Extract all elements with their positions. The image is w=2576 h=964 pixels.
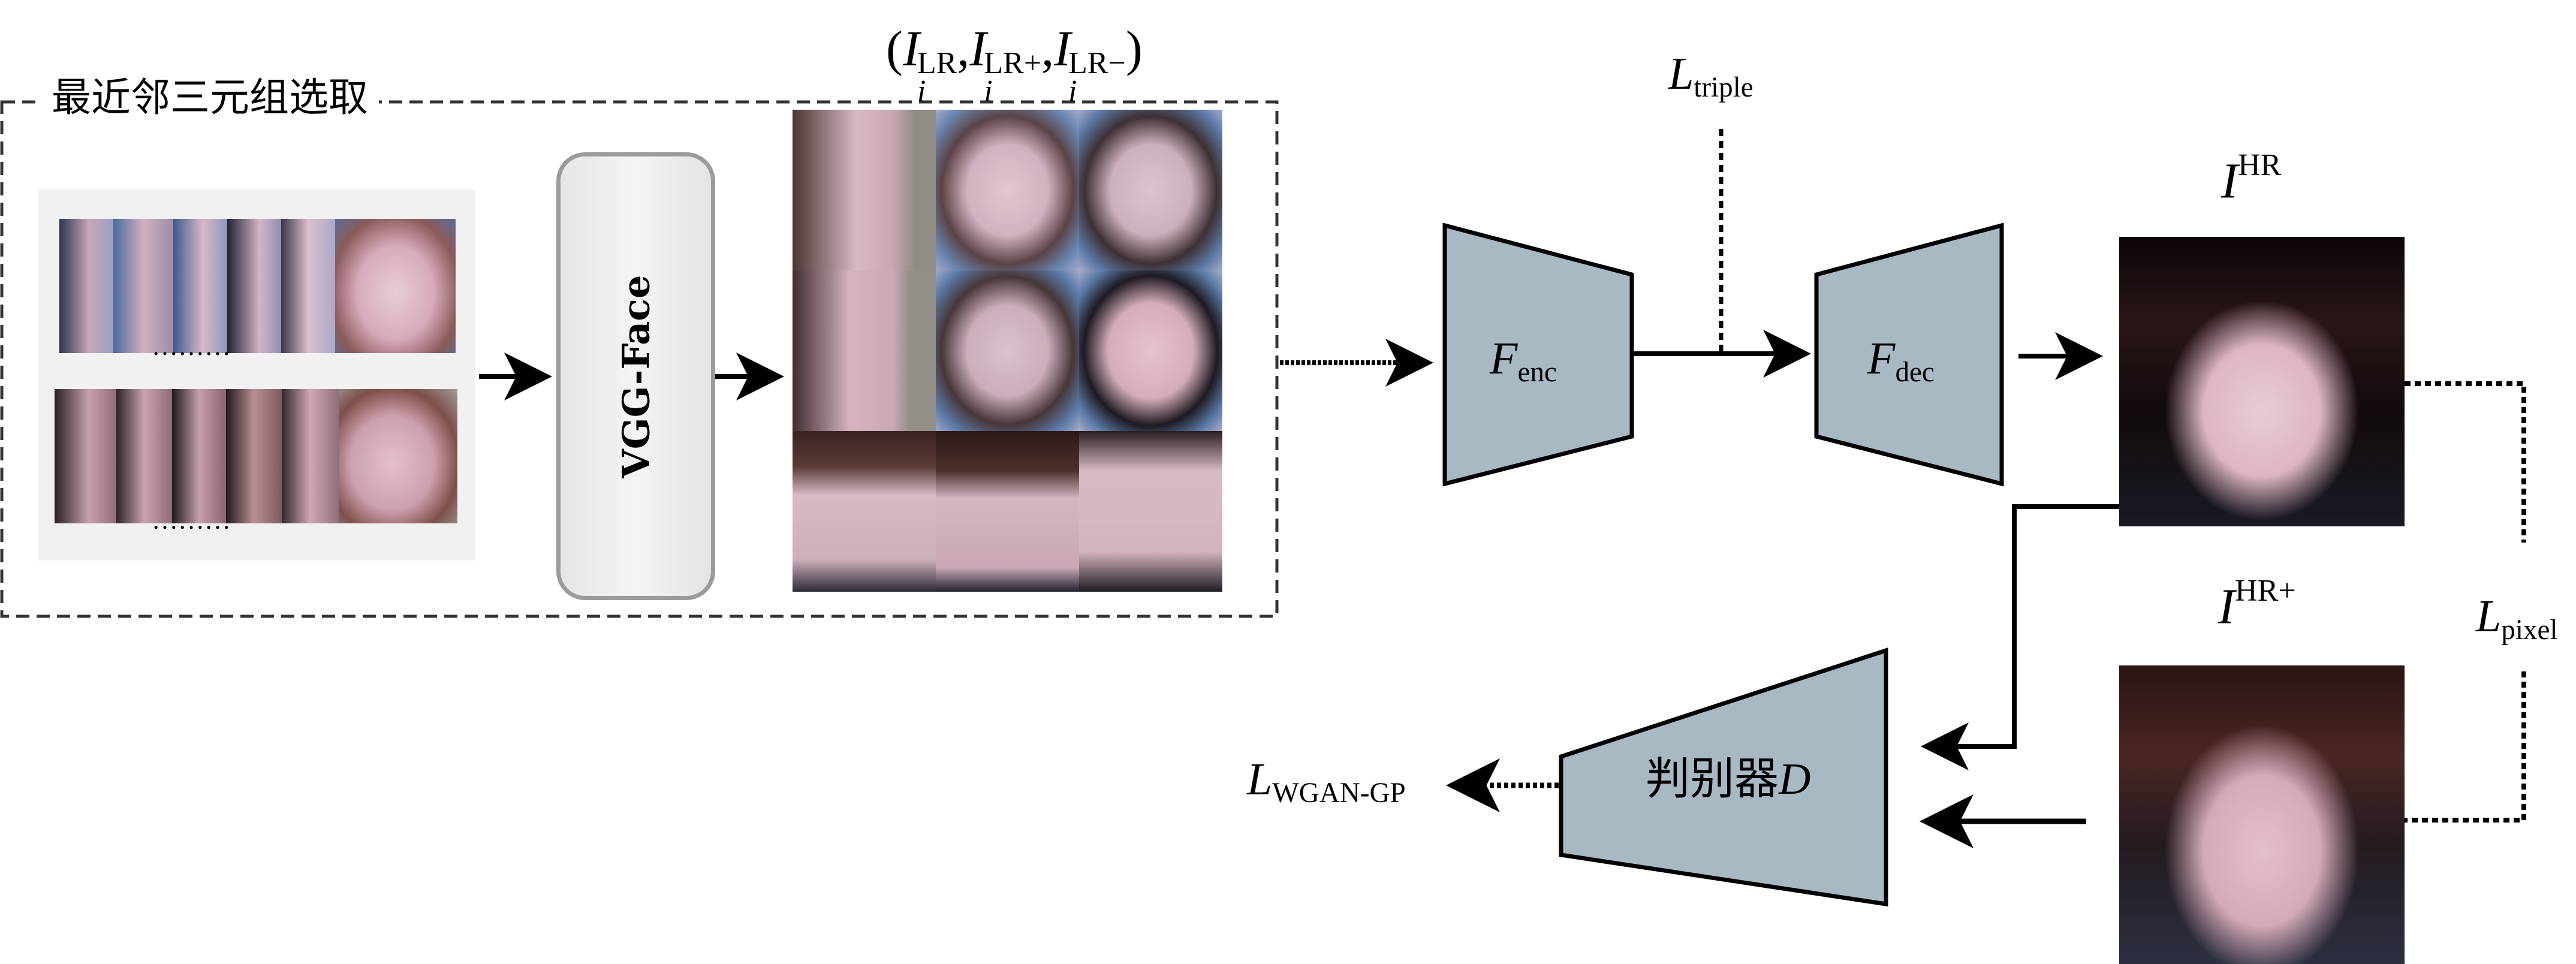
tuple-base-1: I: [902, 21, 920, 77]
pixel-loss-label: Lpixel: [2476, 594, 2557, 644]
tuple-sup-2: LR+: [984, 46, 1042, 81]
grid-face: [793, 270, 936, 431]
grid-face: [936, 110, 1079, 270]
grid-face: [1079, 431, 1222, 592]
face-thumbnail: [59, 219, 113, 353]
face-thumbnail: [172, 389, 226, 523]
pixel-loss-connector-bottom: [2405, 671, 2526, 823]
face-thumbnail: [281, 219, 335, 353]
face-thumbnail: [173, 219, 227, 353]
tuple-sub-1: i: [917, 74, 926, 109]
tuple-sup-1: LR: [917, 46, 957, 81]
hr-plus-label-sup: HR+: [2234, 574, 2296, 608]
hr-label-base: I: [2221, 153, 2238, 209]
pixel-loss-connector-top: [2405, 381, 2526, 543]
tuple-open: (: [886, 21, 903, 77]
tuple-sup-3: LR−: [1068, 46, 1126, 81]
discriminator-block: [1559, 647, 1888, 907]
hr-plus-target-face-image: [2119, 665, 2405, 964]
grid-face: [793, 431, 936, 592]
triple-loss-label: Ltriple: [1668, 51, 1754, 102]
triple-loss-base: L: [1668, 49, 1694, 99]
hr-label: IHR: [2221, 148, 2282, 209]
hr-plus-label-base: I: [2218, 579, 2235, 635]
face-thumbnail: [227, 219, 281, 353]
triplet-face-grid: [793, 110, 1222, 592]
tuple-sep: ,: [957, 21, 970, 77]
pixel-loss-base: L: [2476, 591, 2502, 641]
ellipsis-bottom: ………: [152, 505, 231, 535]
pixel-loss-sub: pixel: [2501, 614, 2558, 646]
triple-loss-sub: triple: [1694, 72, 1754, 104]
tuple-base-3: I: [1054, 21, 1071, 77]
tuple-close: ): [1125, 21, 1143, 77]
wgan-gp-loss-label: LWGAN-GP: [1247, 757, 1406, 808]
face-thumbnail: [226, 389, 282, 523]
tuple-base-2: I: [969, 21, 987, 77]
grid-face: [936, 431, 1079, 592]
face-thumbnail: [282, 389, 339, 523]
discriminator-label: 判别器D: [1646, 757, 1810, 802]
face-sequences-panel: ……… ………: [38, 189, 475, 561]
face-thumbnail: [116, 389, 172, 523]
hr-label-sup: HR: [2237, 148, 2282, 182]
discriminator-label-base: D: [1779, 755, 1811, 804]
face-strip-top: [59, 219, 456, 353]
grid-face: [1079, 110, 1222, 270]
ellipsis-top: ………: [152, 332, 231, 361]
arrow-hr-to-discriminator: [1921, 504, 2119, 770]
decoder-label-sub: dec: [1895, 357, 1935, 388]
face-thumbnail: [55, 389, 116, 523]
wgan-loss-sub: WGAN-GP: [1272, 778, 1406, 809]
hr-output-face-image: [2119, 237, 2405, 526]
grid-face: [793, 110, 936, 270]
decoder-block: [1814, 222, 2004, 487]
vgg-face-block: VGG-Face: [556, 152, 715, 600]
decoder-label: Fdec: [1867, 336, 1935, 387]
vgg-face-label: VGG-Face: [614, 275, 658, 478]
tuple-sub-2: i: [984, 74, 993, 109]
face-thumbnail: [335, 219, 456, 353]
discriminator-label-cn: 判别器: [1646, 753, 1779, 805]
grid-face: [1079, 270, 1222, 431]
wgan-loss-base: L: [1247, 754, 1273, 805]
encoder-block: [1442, 222, 1634, 487]
encoder-label-sub: enc: [1517, 357, 1557, 388]
section-title: 最近邻三元组选取: [41, 78, 379, 118]
grid-face: [936, 270, 1079, 431]
hr-plus-label: IHR+: [2218, 574, 2296, 635]
encoder-label: Fenc: [1490, 336, 1557, 387]
face-thumbnail: [339, 389, 457, 523]
face-thumbnail: [113, 219, 173, 353]
encoder-label-base: F: [1490, 333, 1518, 384]
decoder-label-base: F: [1867, 333, 1896, 384]
triplet-selection-box: [0, 100, 1279, 618]
tuple-sub-3: i: [1068, 74, 1077, 109]
face-strip-bottom: [55, 389, 457, 523]
tuple-sep: ,: [1041, 21, 1054, 77]
